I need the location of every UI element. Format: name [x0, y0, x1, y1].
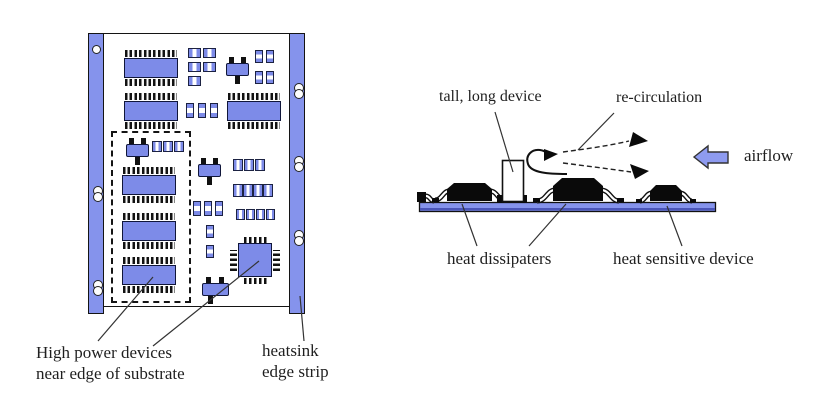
- heat-sensitive-device: [636, 185, 696, 204]
- power-component: [202, 277, 229, 304]
- label-heat-dissipaters: heat dissipaters: [447, 249, 552, 268]
- side-view-board: [418, 201, 717, 213]
- chip-capacitor: [198, 103, 206, 118]
- leader-line-dissipater-2: [528, 203, 567, 247]
- chip-capacitor: [203, 62, 216, 72]
- chip-capacitor: [233, 184, 243, 197]
- high-power-ic-chip: [122, 257, 176, 293]
- high-power-ic-chip: [122, 213, 176, 249]
- transistor: [126, 138, 149, 165]
- chip-capacitor: [253, 184, 263, 197]
- chip-capacitor: [193, 201, 201, 216]
- chip-capacitor: [255, 50, 263, 63]
- chip-capacitor: [203, 48, 216, 58]
- label-tall-long-device: tall, long device: [439, 88, 542, 105]
- chip-capacitor: [255, 71, 263, 84]
- chip-capacitor: [233, 159, 243, 171]
- mounting-hole: [92, 280, 103, 296]
- chip-capacitor: [246, 209, 255, 220]
- ic-chip: [124, 50, 178, 86]
- mounting-hole: [293, 156, 304, 172]
- label-recirculation: re-circulation: [616, 89, 703, 106]
- chip-capacitor: [263, 184, 273, 197]
- recirculation-curl-arrow-icon: [526, 148, 568, 175]
- chip-capacitor: [204, 201, 212, 216]
- chip-capacitor: [266, 71, 274, 84]
- heat-dissipater-large: [533, 178, 624, 204]
- label-high-power-devices: High power devices near edge of substrat…: [36, 342, 185, 384]
- chip-capacitor: [244, 159, 254, 171]
- ic-chip: [227, 93, 281, 129]
- leader-line-recirculation: [577, 112, 615, 151]
- heatsink-edge-strip-left: [88, 33, 104, 314]
- ic-chip: [124, 93, 178, 129]
- chip-capacitor: [188, 48, 201, 58]
- tall-long-device: [497, 159, 527, 203]
- chip-capacitor: [206, 225, 214, 238]
- chip-capacitor: [174, 141, 184, 152]
- heatsink-edge-strip-right: [289, 33, 305, 314]
- mounting-hole: [92, 45, 101, 54]
- chip-capacitor: [255, 159, 265, 171]
- chip-capacitor: [206, 245, 214, 258]
- chip-capacitor: [266, 50, 274, 63]
- mounting-hole: [92, 186, 103, 202]
- chip-capacitor: [188, 62, 201, 72]
- chip-capacitor: [215, 201, 223, 216]
- transistor: [198, 158, 221, 185]
- chip-capacitor: [152, 141, 162, 152]
- label-line: High power devices: [36, 343, 172, 362]
- high-power-ic-chip: [122, 167, 176, 203]
- chip-capacitor: [256, 209, 265, 220]
- smd-component-partial: [417, 192, 435, 204]
- chip-capacitor: [236, 209, 245, 220]
- heat-dissipater-small: [432, 183, 505, 203]
- chip-capacitor: [243, 184, 253, 197]
- transistor: [226, 57, 249, 84]
- label-line: edge strip: [262, 362, 329, 381]
- label-heat-sensitive-device: heat sensitive device: [613, 249, 754, 268]
- label-line: near edge of substrate: [36, 364, 185, 383]
- label-heatsink-edge-strip: heatsink edge strip: [262, 340, 329, 382]
- mounting-hole: [293, 83, 304, 99]
- chip-capacitor: [210, 103, 218, 118]
- mounting-hole: [293, 230, 304, 246]
- leader-line-heat-sensitive: [666, 205, 683, 247]
- label-line: heatsink: [262, 341, 319, 360]
- chip-capacitor: [188, 76, 201, 86]
- label-airflow: airflow: [744, 146, 794, 165]
- recirculation-flow-lines-icon: [562, 132, 649, 179]
- chip-capacitor: [266, 209, 275, 220]
- chip-capacitor: [186, 103, 194, 118]
- airflow-arrow-icon: [692, 144, 729, 170]
- leader-line-tall-device: [494, 111, 514, 173]
- chip-capacitor: [163, 141, 173, 152]
- leader-line-dissipater-1: [461, 203, 478, 247]
- qfp-chip: [230, 237, 280, 284]
